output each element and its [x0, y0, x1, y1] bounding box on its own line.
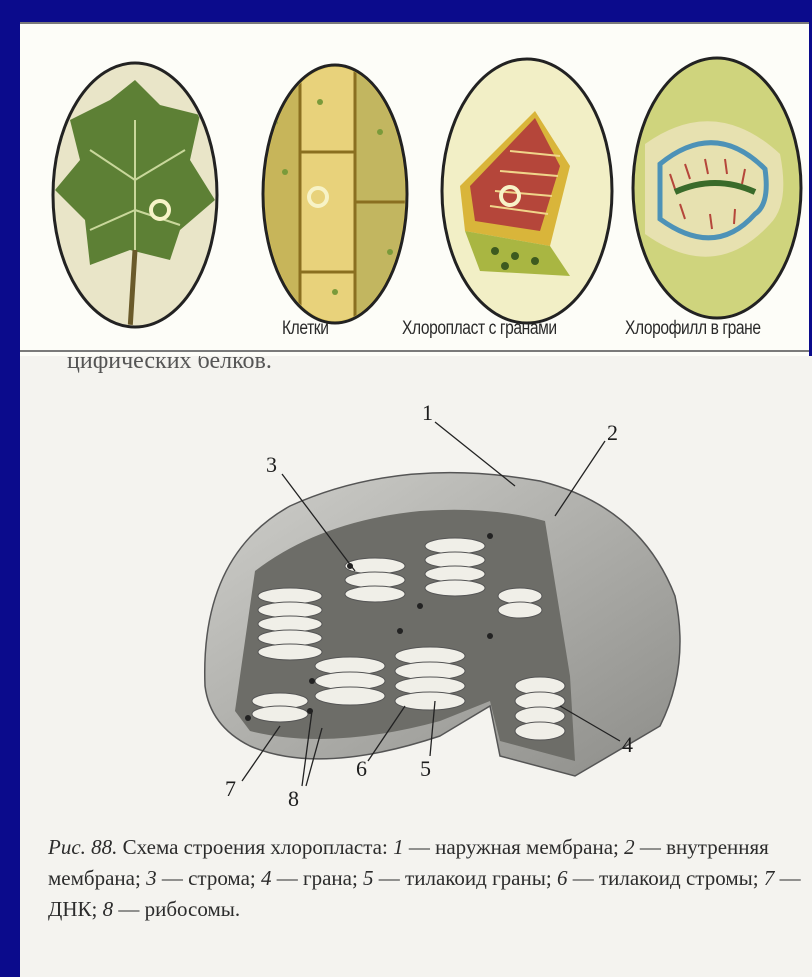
label-5: 5 [420, 756, 431, 782]
caption-chloroplast: Хлоропласт с гранами [402, 318, 557, 340]
caption-fig-ref: Рис. 88. [48, 835, 117, 859]
label-7: 7 [225, 776, 236, 802]
top-rule [20, 22, 809, 24]
caption-item-5-num: 5 [363, 866, 374, 890]
label-1: 1 [422, 400, 433, 426]
chloroplast-oval-image [440, 56, 615, 326]
caption-item-3-num: 3 [146, 866, 157, 890]
figure-caption: Рис. 88. Схема строения хлоропласта: 1 —… [48, 832, 808, 925]
leaf-oval-image [50, 60, 220, 330]
cells-oval-image [260, 62, 410, 327]
caption-item-1-text: — наружная мембрана; [409, 835, 619, 859]
caption-item-2-num: 2 [624, 835, 635, 859]
caption-chlorophyll: Хлорофилл в гране [625, 318, 761, 340]
caption-item-7-num: 7 [764, 866, 775, 890]
caption-item-4-num: 4 [261, 866, 272, 890]
label-2: 2 [607, 420, 618, 446]
caption-item-4-text: — грана; [277, 866, 358, 890]
caption-item-3-text: — строма; [162, 866, 256, 890]
caption-title: Схема строения хлоропласта: [123, 835, 388, 859]
caption-item-6-num: 6 [557, 866, 568, 890]
caption-item-8-text: — рибосомы. [118, 897, 240, 921]
caption-item-6-text: — тилакоид стромы; [573, 866, 759, 890]
scanned-figure-panel: цифических белков. [20, 356, 812, 977]
top-illustration-panel: Клетки Хлоропласт с гранами Хлорофилл в … [20, 22, 809, 356]
top-bottom-rule [20, 350, 809, 352]
label-8: 8 [288, 786, 299, 812]
label-6: 6 [356, 756, 367, 782]
label-3: 3 [266, 452, 277, 478]
caption-cells: Клетки [282, 318, 329, 340]
caption-item-5-text: — тилакоид граны; [379, 866, 552, 890]
caption-item-1-num: 1 [393, 835, 404, 859]
label-4: 4 [622, 732, 633, 758]
chloroplast-diagram [20, 356, 812, 826]
chlorophyll-oval-image [630, 54, 805, 322]
caption-item-8-num: 8 [103, 897, 114, 921]
